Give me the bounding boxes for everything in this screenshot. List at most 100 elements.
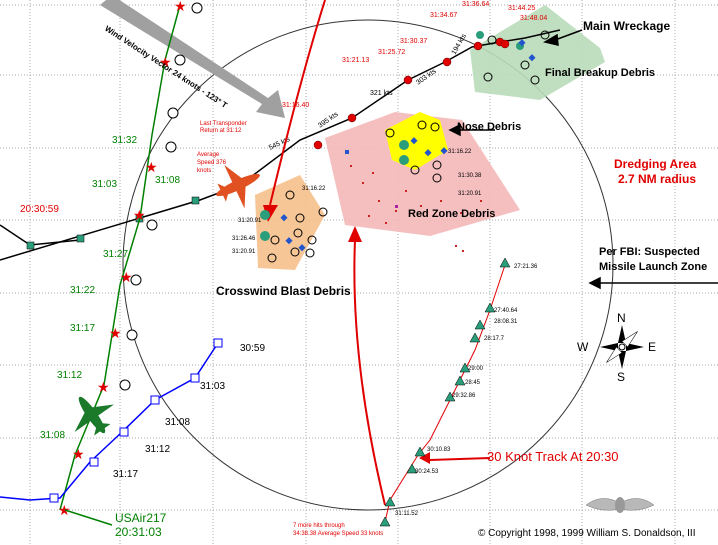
more-hits-label-2: 34:38.38 Average Speed 33 knots <box>293 531 384 537</box>
track-time: 31:21.13 <box>342 57 369 64</box>
boat-time: 30:24.53 <box>415 469 439 475</box>
compass-s: S <box>617 370 626 384</box>
twa-time: 31:12 <box>57 370 82 381</box>
speed-label: 194 kts <box>451 33 469 56</box>
red-zone-label: Red Zone Debris <box>408 208 496 220</box>
svg-text:★: ★ <box>133 207 146 223</box>
blue-track-squares <box>49 338 223 503</box>
boat-time: 27:21.36 <box>514 264 538 270</box>
red-arrows <box>269 0 491 506</box>
boat-time: 29:00 <box>468 366 484 372</box>
red-arrowhead <box>348 226 362 242</box>
twa-time: 31:08 <box>155 175 180 186</box>
usair-pointer <box>64 509 113 526</box>
svg-text:★: ★ <box>145 159 158 175</box>
dredging-label-1: Dredging Area <box>614 157 697 171</box>
fbi-label-2: Missile Launch Zone <box>599 261 708 273</box>
svg-text:★: ★ <box>174 0 187 14</box>
compass-e: E <box>648 340 657 354</box>
blue-track-times: 30:59 31:03 31:08 31:12 31:17 <box>113 343 265 480</box>
breakup-debris-points <box>476 30 550 85</box>
green-track-circles <box>119 2 203 391</box>
crosswind-time: 31:20.91 <box>238 218 262 224</box>
green-track-times: 31:32 31:03 31:08 31:27 31:22 31:17 31:1… <box>40 135 180 441</box>
svg-text:★: ★ <box>120 269 133 285</box>
svg-text:★: ★ <box>97 379 110 395</box>
boat-time: 28:08.31 <box>494 319 518 325</box>
more-hits-label-1: 7 more hits through <box>293 523 345 529</box>
svg-text:★: ★ <box>58 502 71 518</box>
boat-time: 29:32.86 <box>452 393 476 399</box>
main-wreckage-label: Main Wreckage <box>583 19 671 33</box>
twa-time: 31:22 <box>70 285 95 296</box>
boat-track-line <box>384 264 506 523</box>
twa-time: 31:08 <box>40 430 65 441</box>
crosswind-time: 31:16.22 <box>302 186 326 192</box>
track-time: 31:34.67 <box>430 12 457 19</box>
crosswind-debris-points <box>260 190 328 263</box>
crosswind-time: 31:26.46 <box>232 236 256 242</box>
green-track-stars: ★ ★ ★ ★ ★ ★ ★ ★ ★ <box>58 0 187 518</box>
usair-id: USAir217 <box>115 511 167 525</box>
boat-time: 28:17.7 <box>484 336 505 342</box>
blue-time: 31:03 <box>200 381 225 392</box>
blue-time: 30:59 <box>240 343 265 354</box>
track-time: 31:36.64 <box>462 1 489 8</box>
dredging-label-2: 2.7 NM radius <box>618 172 697 186</box>
green-plane-icon <box>74 396 114 436</box>
green-track-line <box>59 4 181 511</box>
speed-label: 395 kts <box>317 111 340 130</box>
avg-speed-label-1: Average <box>197 152 220 158</box>
last-transponder-label-2: Return at 31:12 <box>200 128 242 134</box>
usair-time: 20:31:03 <box>115 525 162 539</box>
crosswind-time: 31:20.91 <box>232 249 256 255</box>
red-arrowhead <box>419 452 430 464</box>
nose-times: 31:16.22 31:30.38 31:20.91 <box>448 149 482 197</box>
boat-time: 28:45 <box>465 380 481 386</box>
crosswind-label: Crosswind Blast Debris <box>216 284 351 298</box>
crosswind-times: 31:16.22 31:20.91 31:26.46 31:20.91 <box>232 186 326 255</box>
avg-speed-label-2: Speed 376 <box>197 160 227 166</box>
track-time: 31:30.37 <box>400 38 427 45</box>
speed-label: 321 kts <box>370 90 393 97</box>
blue-track-line <box>0 342 219 501</box>
black-arrows <box>448 29 718 290</box>
fbi-label-1: Per FBI: Suspected <box>599 246 700 258</box>
svg-text:★: ★ <box>109 325 122 341</box>
nose-debris-points <box>385 120 448 183</box>
last-transponder-label-1: Last Transponder <box>200 121 247 127</box>
blue-time: 31:17 <box>113 469 138 480</box>
wings-emblem <box>585 497 655 513</box>
final-breakup-label: Final Breakup Debris <box>545 67 656 79</box>
knot-track-label: 30 Knot Track At 20:30 <box>487 449 619 464</box>
copyright-text: © Copyright 1998, 1999 William S. Donald… <box>478 528 696 539</box>
nose-debris-label: Nose Debris <box>457 121 522 133</box>
twa-time: 31:27 <box>103 249 128 260</box>
compass-w: W <box>577 340 589 354</box>
main-track-points <box>313 37 510 150</box>
boat-time: 27:40.64 <box>494 308 518 314</box>
left-track-line <box>0 224 81 246</box>
nose-time: 31:16.22 <box>448 149 472 155</box>
boat-track-triangles <box>379 257 511 527</box>
twa-time: 31:32 <box>112 135 137 146</box>
boat-time: 30:10.83 <box>427 447 451 453</box>
avg-speed-label-3: knots <box>197 168 212 174</box>
svg-text:★: ★ <box>159 54 172 70</box>
dredging-circle <box>122 19 614 511</box>
blue-time: 31:08 <box>165 417 190 428</box>
nose-time: 31:30.38 <box>458 173 482 179</box>
wind-vector-arrow <box>100 0 285 118</box>
twa-time: 31:17 <box>70 323 95 334</box>
track-time: 31:44.25 <box>508 5 535 12</box>
compass-rose <box>600 325 644 369</box>
red-zone-scatter <box>345 150 482 252</box>
left-track-time: 20:30:59 <box>20 204 59 215</box>
nose-time: 31:20.91 <box>458 191 482 197</box>
track-time: 31:25.72 <box>378 49 405 56</box>
boat-time: 31:11.52 <box>395 511 419 517</box>
red-plane-icon <box>216 164 260 209</box>
track-time: 31:48.04 <box>520 15 547 22</box>
